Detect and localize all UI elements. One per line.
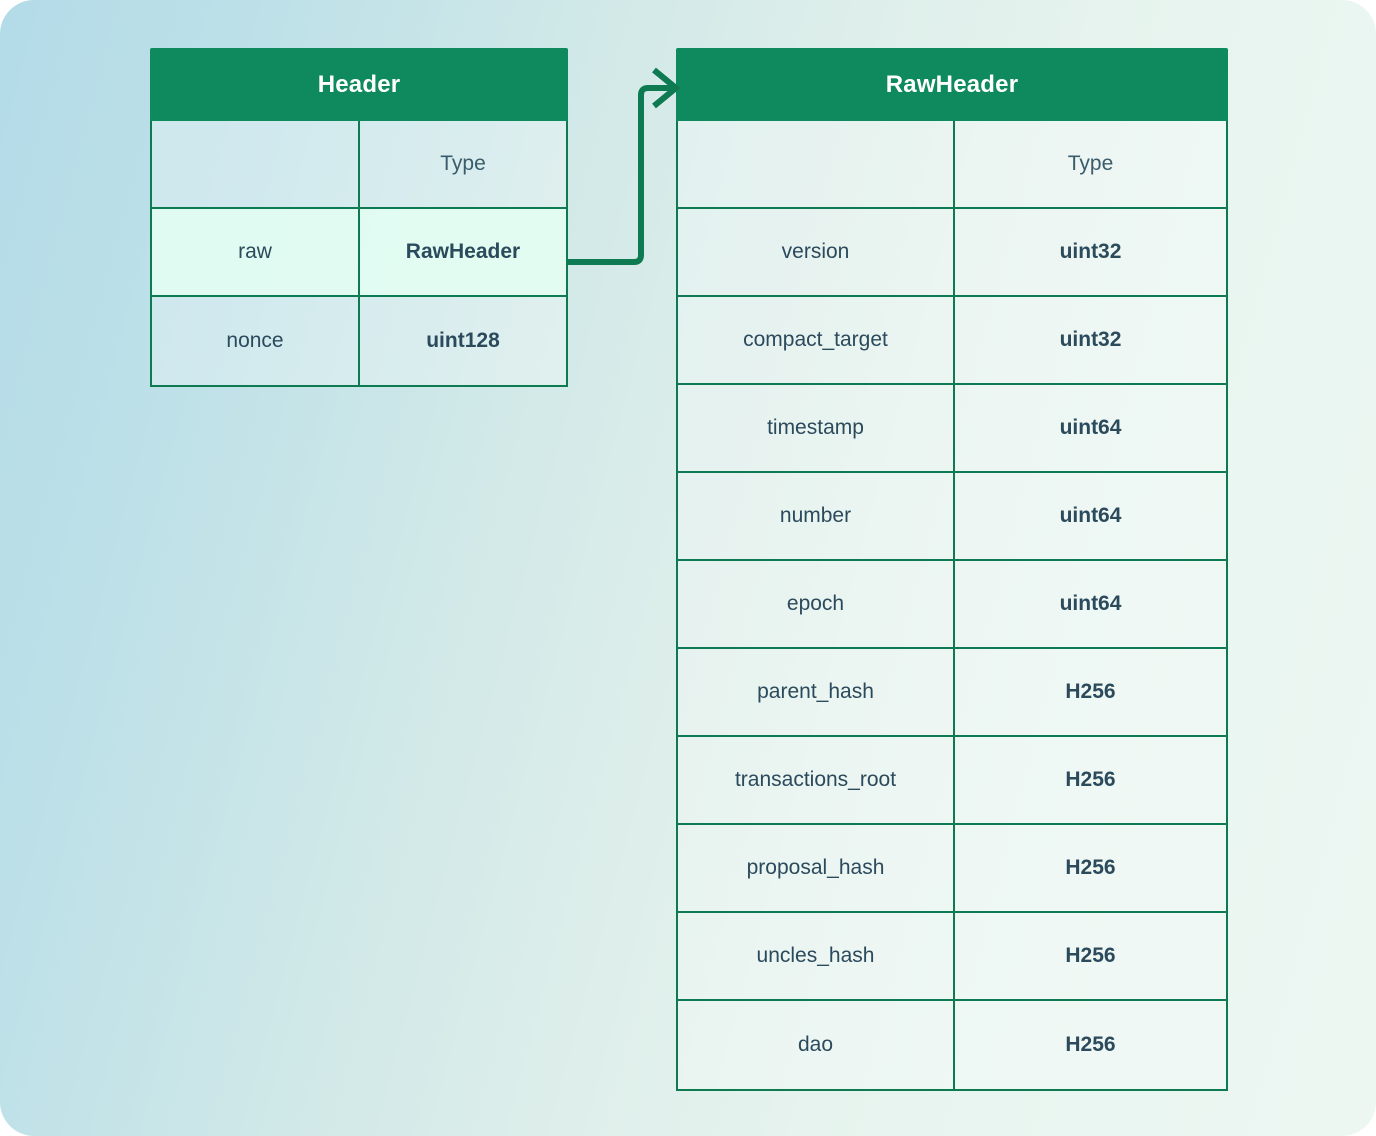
field-name: epoch	[786, 592, 845, 615]
entity-table-header-title: Header	[150, 48, 568, 121]
arrowhead-icon	[652, 67, 681, 109]
table-row[interactable]: compact_target uint32	[678, 297, 1226, 385]
column-header-name	[678, 121, 953, 207]
table-row[interactable]: raw RawHeader	[152, 209, 566, 297]
field-name: timestamp	[767, 416, 864, 439]
field-name: proposal_hash	[746, 856, 885, 879]
field-type: uint32	[953, 209, 1226, 295]
field-type: H256	[953, 1001, 1226, 1089]
table-row[interactable]: version uint32	[678, 209, 1226, 297]
table-row[interactable]: dao H256	[678, 1001, 1226, 1089]
field-name: version	[781, 240, 850, 263]
field-type: H256	[953, 913, 1226, 999]
field-name: dao	[797, 1033, 834, 1056]
field-name: number	[779, 504, 852, 527]
table-row[interactable]: uncles_hash H256	[678, 913, 1226, 1001]
field-name: parent_hash	[757, 680, 874, 703]
table-row[interactable]: nonce uint128	[152, 297, 566, 385]
field-name: raw	[238, 240, 272, 263]
field-name: compact_target	[743, 328, 888, 351]
column-header-name	[152, 121, 358, 207]
entity-table-header-body: Type raw RawHeader nonce uint128	[150, 121, 568, 387]
field-type: uint128	[358, 297, 566, 385]
table-row[interactable]: parent_hash H256	[678, 649, 1226, 737]
entity-table-rawheader[interactable]: RawHeader Type version uint32 compact_ta…	[676, 48, 1228, 1091]
table-column-header-row: Type	[678, 121, 1226, 209]
field-type: RawHeader	[358, 209, 566, 295]
table-row[interactable]: number uint64	[678, 473, 1226, 561]
field-type: uint32	[953, 297, 1226, 383]
field-type: uint64	[953, 561, 1226, 647]
table-row[interactable]: timestamp uint64	[678, 385, 1226, 473]
field-type: uint64	[953, 473, 1226, 559]
entity-table-header[interactable]: Header Type raw RawHeader nonce uint128	[150, 48, 568, 387]
column-header-type: Type	[953, 121, 1226, 207]
field-name: uncles_hash	[756, 944, 875, 967]
table-column-header-row: Type	[152, 121, 566, 209]
field-type: H256	[953, 649, 1226, 735]
field-name: transactions_root	[734, 768, 897, 791]
field-type: H256	[953, 825, 1226, 911]
table-row[interactable]: epoch uint64	[678, 561, 1226, 649]
entity-table-rawheader-body: Type version uint32 compact_target uint3…	[676, 121, 1228, 1091]
field-name: nonce	[226, 329, 284, 352]
field-type: uint64	[953, 385, 1226, 471]
table-row[interactable]: transactions_root H256	[678, 737, 1226, 825]
table-row[interactable]: proposal_hash H256	[678, 825, 1226, 913]
connector-line-raw-to-rawheader	[568, 85, 672, 265]
column-header-type: Type	[358, 121, 566, 207]
entity-table-rawheader-title: RawHeader	[676, 48, 1228, 121]
field-type: H256	[953, 737, 1226, 823]
